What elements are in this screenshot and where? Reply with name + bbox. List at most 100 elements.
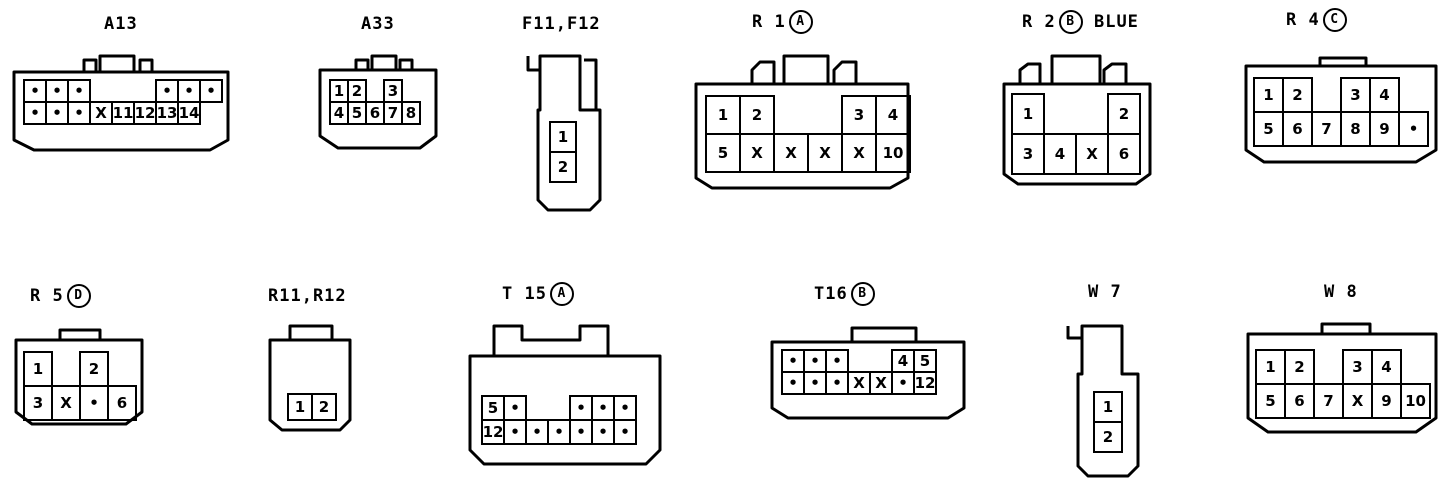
- pin-label: 5: [718, 144, 728, 162]
- pin-label: •: [788, 352, 798, 370]
- pin-label: 6: [117, 394, 127, 412]
- pin-label: 2: [1292, 86, 1302, 104]
- pin-label: 1: [1103, 398, 1113, 416]
- pin-label: 4: [898, 352, 908, 370]
- pin-cell: [875, 133, 911, 173]
- pin-label: 6: [1119, 145, 1129, 163]
- pin-label: X: [60, 394, 72, 412]
- pin-label: 5: [488, 399, 498, 417]
- pin-label: 2: [89, 360, 99, 378]
- pin-cell: [913, 371, 937, 395]
- connector-title-a33: A33: [361, 14, 395, 34]
- pin-label: X: [751, 144, 763, 162]
- pin-label: 7: [388, 104, 398, 122]
- circle-letter-icon: B: [850, 282, 875, 306]
- pin-label: 2: [558, 158, 568, 176]
- connector-body-r2: [1002, 82, 1152, 186]
- pin-label: •: [74, 82, 84, 100]
- pin-label: •: [576, 399, 586, 417]
- pin-label: •: [184, 82, 194, 100]
- pin-label: X: [853, 144, 865, 162]
- pin-label: X: [785, 144, 797, 162]
- pin-label: •: [810, 352, 820, 370]
- connector-body-a13: [12, 70, 230, 152]
- connector-body-t16: [770, 340, 966, 420]
- pin-label: 4: [334, 104, 344, 122]
- pin-cell: [401, 101, 421, 125]
- pin-label: X: [875, 374, 887, 392]
- pin-label: 14: [179, 104, 200, 122]
- pin-cell: [1093, 421, 1123, 453]
- connector-body-a33: [318, 68, 438, 150]
- pin-label: •: [532, 423, 542, 441]
- pin-label: X: [95, 104, 107, 122]
- pin-label: 13: [157, 104, 178, 122]
- pin-label: 1: [1023, 105, 1033, 123]
- pin-label: •: [620, 423, 630, 441]
- pin-cell: [177, 101, 201, 125]
- pin-label: 12: [915, 374, 936, 392]
- pin-label: •: [510, 423, 520, 441]
- pin-label: X: [853, 374, 865, 392]
- pin-label: 2: [319, 398, 329, 416]
- pin-label: •: [832, 352, 842, 370]
- pin-cell: [199, 79, 223, 103]
- circle-letter-icon: C: [1322, 8, 1347, 32]
- pin-cell: [1398, 111, 1429, 147]
- pin-label: 12: [135, 104, 156, 122]
- pin-label: X: [1086, 145, 1098, 163]
- pin-label: 3: [1352, 358, 1362, 376]
- pin-label: 2: [1103, 428, 1113, 446]
- pin-label: 5: [920, 352, 930, 370]
- pin-label: 2: [752, 106, 762, 124]
- connector-body-r11: [268, 338, 352, 432]
- pin-label: 5: [352, 104, 362, 122]
- pin-label: 1: [1263, 86, 1273, 104]
- pin-cell: [613, 419, 637, 445]
- pin-label: 9: [1379, 120, 1389, 138]
- pin-label: •: [576, 423, 586, 441]
- pin-label: •: [554, 423, 564, 441]
- connector-body-w8: [1246, 332, 1438, 434]
- pin-cell: [1107, 133, 1141, 175]
- pin-label: •: [1409, 120, 1419, 138]
- pin-label: 5: [1265, 392, 1275, 410]
- pin-label: •: [788, 374, 798, 392]
- pin-label: •: [30, 82, 40, 100]
- pin-label: •: [810, 374, 820, 392]
- pin-label: •: [620, 399, 630, 417]
- circle-letter-icon: D: [66, 284, 91, 308]
- pin-label: 6: [370, 104, 380, 122]
- pin-label: 3: [388, 82, 398, 100]
- pin-label: 8: [1350, 120, 1360, 138]
- pin-label: •: [598, 423, 608, 441]
- circle-letter-icon: B: [1058, 10, 1083, 34]
- pin-label: 4: [1379, 86, 1389, 104]
- circle-letter-icon: A: [788, 10, 813, 34]
- pin-label: 1: [334, 82, 344, 100]
- pin-label: 3: [854, 106, 864, 124]
- pin-label: 1: [1265, 358, 1275, 376]
- pin-cell: [1400, 383, 1431, 419]
- connector-title-w8: W 8: [1324, 282, 1358, 302]
- pin-label: •: [832, 374, 842, 392]
- pin-label: X: [819, 144, 831, 162]
- pin-label: 4: [888, 106, 898, 124]
- pin-label: 4: [1055, 145, 1065, 163]
- pin-label: 2: [1294, 358, 1304, 376]
- pin-label: 1: [718, 106, 728, 124]
- pin-cell: [107, 385, 137, 421]
- pin-label: 1: [558, 128, 568, 146]
- pin-label: •: [598, 399, 608, 417]
- pin-cell: [311, 393, 337, 421]
- pin-label: •: [52, 82, 62, 100]
- pin-label: 8: [406, 104, 416, 122]
- pin-label: 6: [1292, 120, 1302, 138]
- pin-label: 4: [1381, 358, 1391, 376]
- pin-label: •: [30, 104, 40, 122]
- connector-body-t15: [468, 354, 662, 466]
- connector-title-a13: A13: [104, 14, 138, 34]
